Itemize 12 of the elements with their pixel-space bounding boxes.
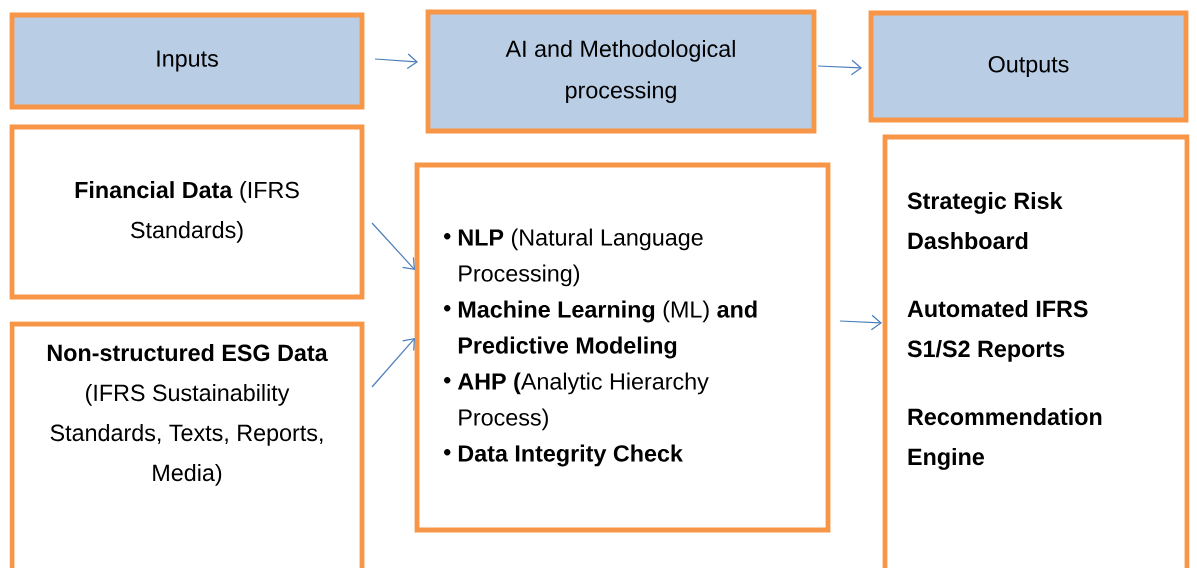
- arrow: [371, 222, 415, 270]
- header-box: AI and Methodological processing: [425, 9, 817, 134]
- input-box: Non-structured ESG Data (IFRS Sustainability Standards, Texts, Reports, Media): [9, 321, 365, 568]
- output-box: Strategic Risk Dashboard Automated IFRS S1/S2 Reports Recommendation Engine: [882, 134, 1190, 568]
- processing-box: NLP (Natural Language Processing) Machine Learning (ML) and Predictive Modeling AHP (Analytic Hierarchy Process) Data Integrity Check: [414, 162, 831, 533]
- input-box: Financial Data (IFRS Standards): [9, 124, 365, 300]
- arrow: [839, 314, 882, 331]
- arrow: [374, 53, 418, 70]
- arrow: [371, 338, 415, 388]
- header-box: Inputs: [9, 12, 365, 110]
- arrow: [817, 59, 862, 76]
- header-box: Outputs: [868, 10, 1189, 123]
